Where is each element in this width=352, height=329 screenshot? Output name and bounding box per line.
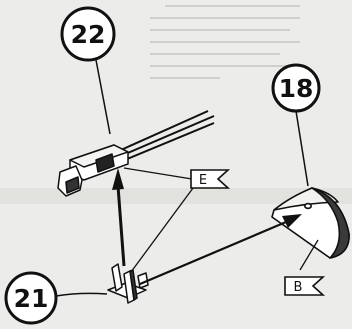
part-21-number: 21 — [14, 284, 49, 313]
assembly-arrows — [112, 168, 302, 286]
part-18-leader — [295, 110, 309, 187]
connector-plug-face — [65, 176, 80, 194]
part-22-callout: 22 — [60, 6, 116, 135]
flag-e-shape — [190, 169, 231, 189]
part-22-number: 22 — [71, 20, 106, 49]
part-18-half-disc — [271, 187, 350, 259]
part-22-circle — [60, 6, 116, 62]
connector-housing-top — [69, 144, 129, 168]
part-21-leader — [55, 292, 108, 297]
flag-b-leader — [299, 239, 319, 271]
arrow-to-connector-head — [112, 168, 124, 190]
print-through-band — [0, 188, 352, 204]
part-22-connector — [57, 110, 215, 197]
flag-b-callout: B — [284, 239, 326, 296]
faint-background-text — [150, 5, 300, 79]
flag-e-callout: E — [123, 167, 231, 273]
connector-latch — [95, 153, 115, 173]
arrow-to-disc-head — [282, 214, 302, 228]
flag-b-shape — [284, 276, 326, 296]
part-18-number: 18 — [279, 74, 314, 103]
part-21-bracket — [107, 263, 149, 304]
part-21-circle — [4, 271, 58, 325]
disc-hole — [303, 202, 312, 210]
flag-e-leader-upper — [123, 167, 193, 180]
bracket-upright — [111, 263, 123, 292]
disc-rim-shading — [311, 187, 350, 259]
flag-b-label: B — [294, 280, 303, 295]
part-22-leader — [95, 59, 111, 135]
connector-wires — [111, 110, 215, 163]
arrow-to-connector — [116, 185, 126, 267]
part-18-callout: 18 — [271, 63, 321, 187]
flag-e-label: E — [199, 173, 207, 188]
arrow-to-disc — [139, 220, 287, 286]
part-21-callout: 21 — [4, 271, 108, 325]
flag-e-leader-lower — [130, 183, 197, 273]
